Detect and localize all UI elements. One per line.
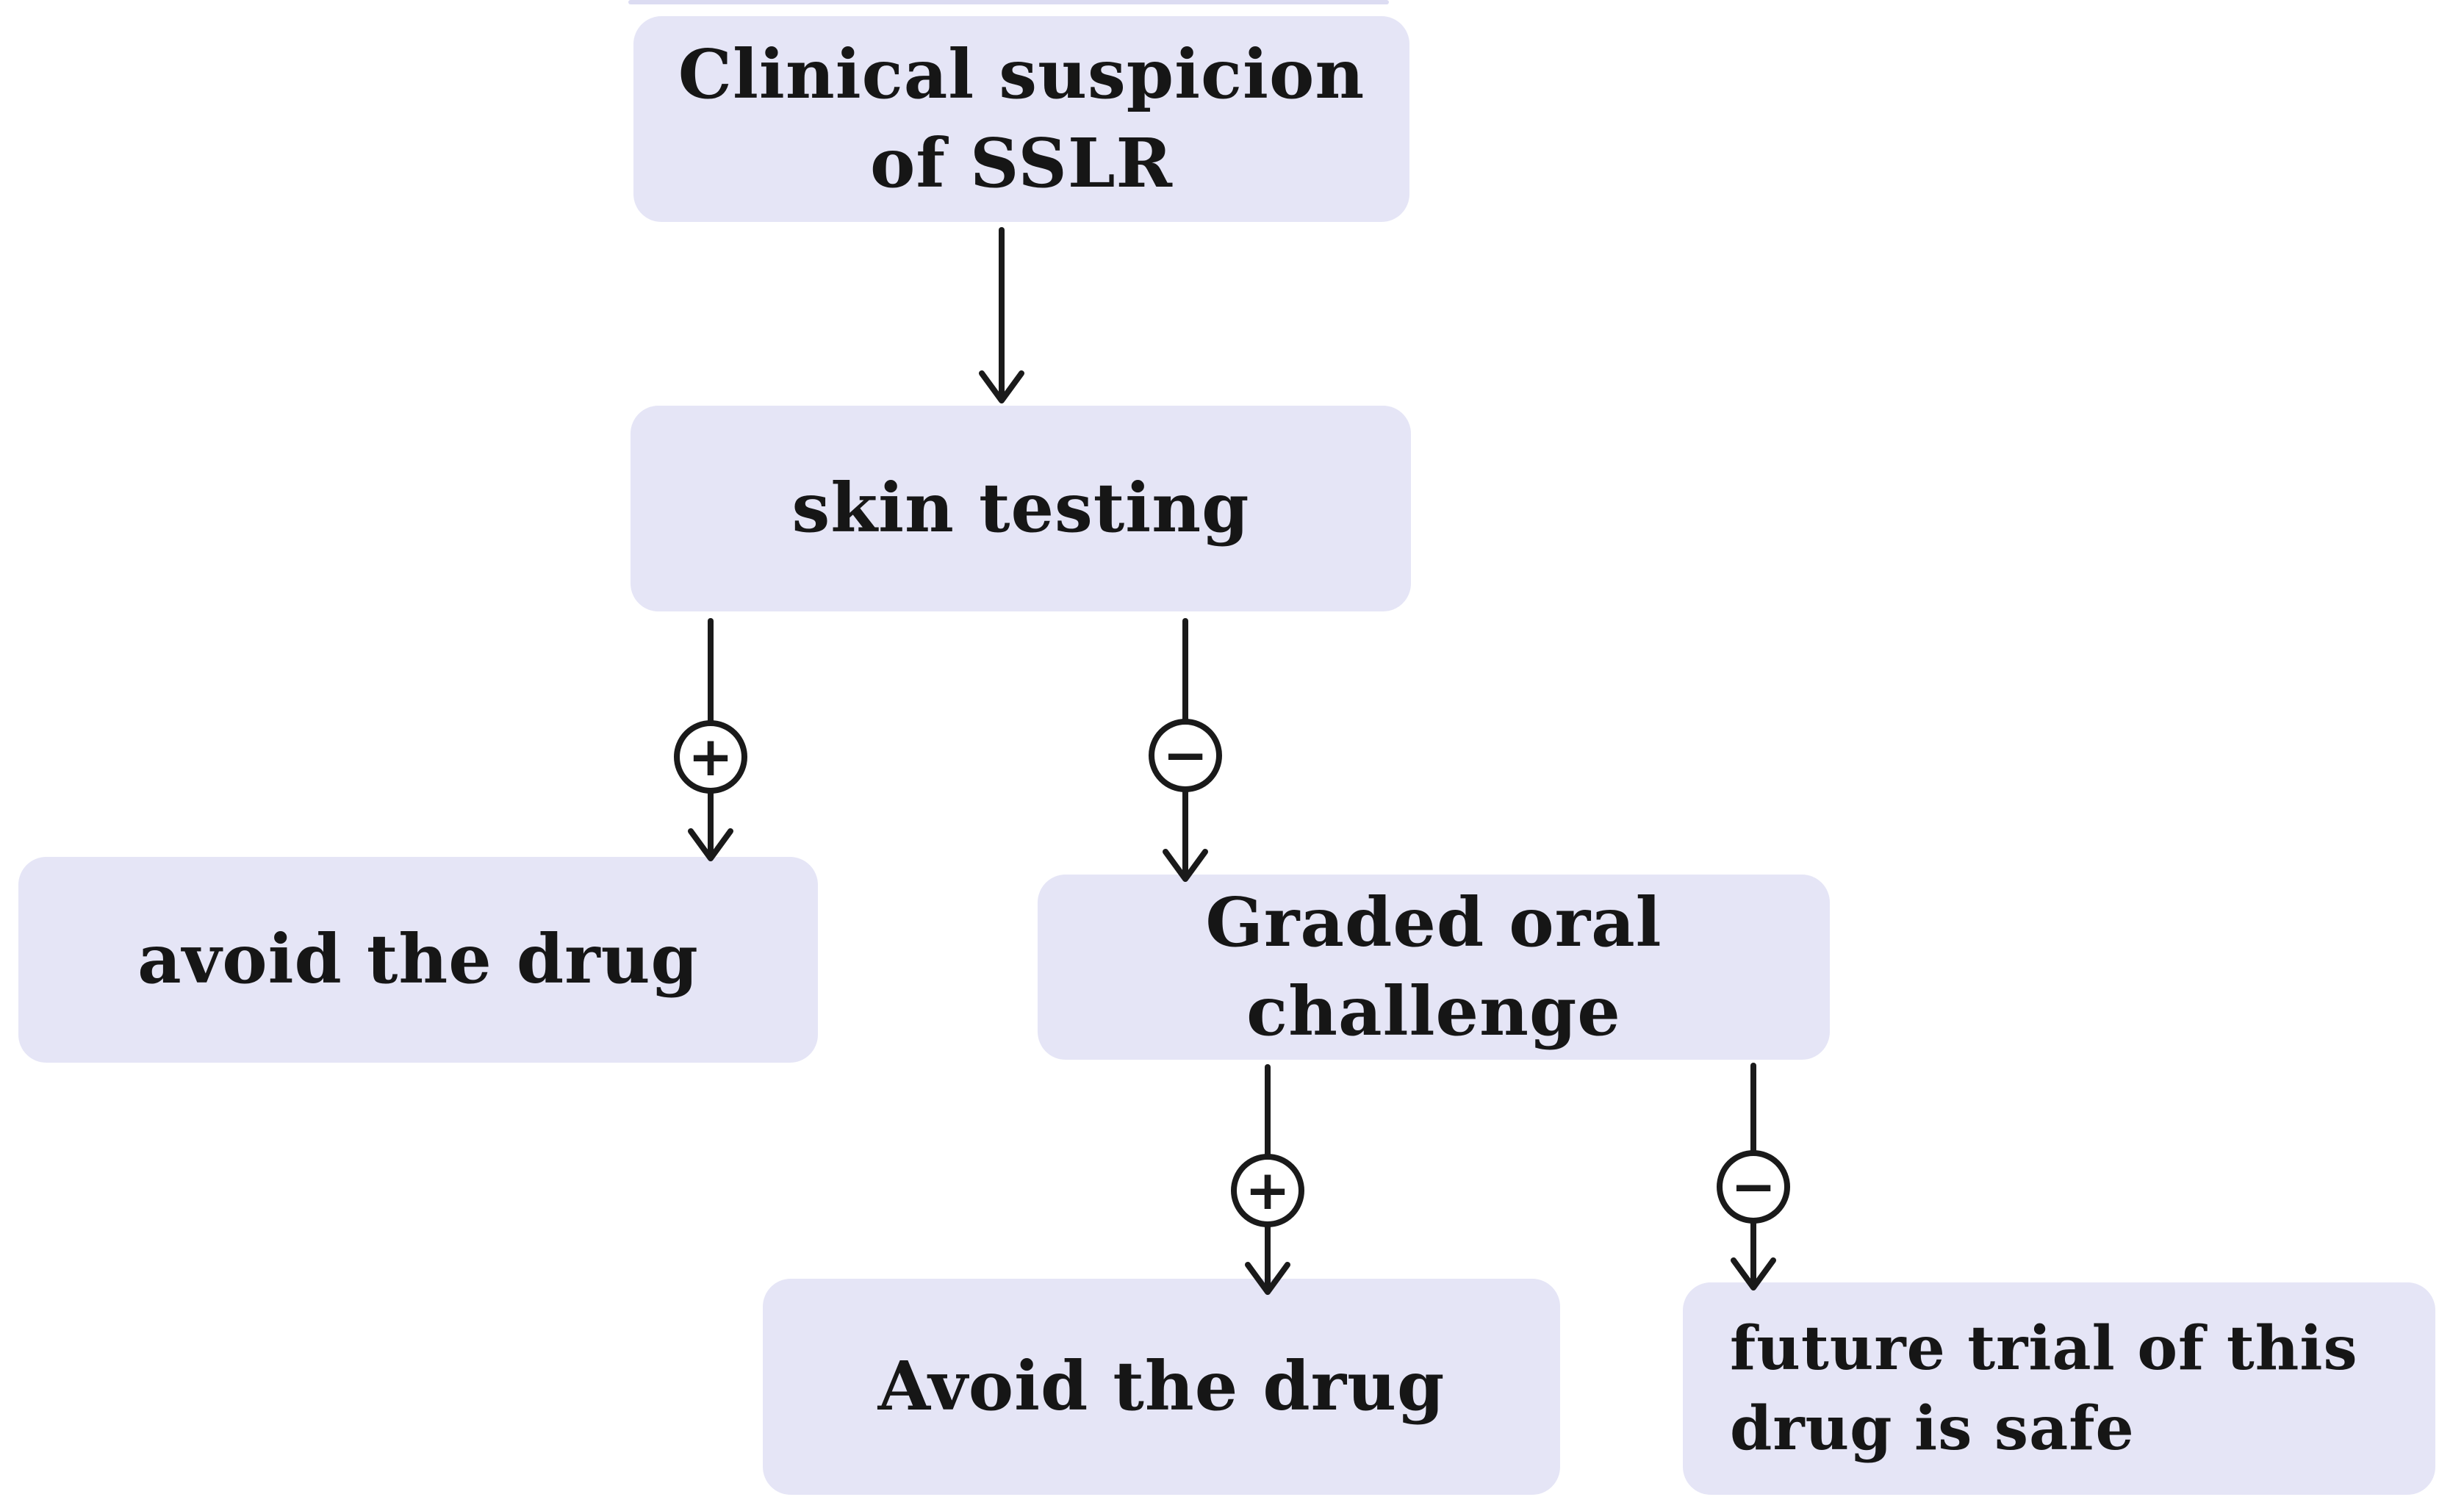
node-skin-testing: skin testing	[631, 406, 1411, 611]
arrowhead-icon	[979, 370, 1024, 403]
node-graded-oral-challenge: Graded oral challenge	[1038, 875, 1830, 1060]
plus-circle-icon: +	[1231, 1154, 1304, 1227]
minus-circle-icon: −	[1717, 1150, 1790, 1224]
cropped-edge-artifact	[628, 0, 1389, 4]
minus-circle-icon: −	[1149, 719, 1222, 792]
node-avoid-the-drug-after-skin-test: avoid the drug	[18, 857, 818, 1063]
node-clinical-suspicion-label: Clinical suspicion of SSLR	[678, 34, 1365, 203]
arrow-clinical-to-skin	[979, 227, 1024, 403]
node-skin-testing-label: skin testing	[791, 468, 1250, 548]
node-avoid-the-drug-after-challenge: Avoid the drug	[763, 1279, 1560, 1495]
node-avoid-the-drug-after-challenge-label: Avoid the drug	[877, 1346, 1445, 1426]
node-clinical-suspicion: Clinical suspicion of SSLR	[633, 16, 1409, 222]
minus-sign-label: −	[1162, 724, 1208, 787]
node-graded-oral-challenge-label: Graded oral challenge	[1205, 882, 1662, 1051]
node-avoid-the-drug-after-skin-test-label: avoid the drug	[137, 919, 699, 999]
plus-sign-label: +	[687, 725, 733, 789]
plus-circle-icon: +	[674, 720, 747, 794]
arrowhead-icon	[688, 828, 733, 861]
plus-sign-label: +	[1244, 1159, 1290, 1222]
node-future-trial-safe: future trial of this drug is safe	[1683, 1282, 2435, 1495]
minus-sign-label: −	[1730, 1155, 1776, 1218]
node-future-trial-safe-label: future trial of this drug is safe	[1730, 1313, 2358, 1464]
